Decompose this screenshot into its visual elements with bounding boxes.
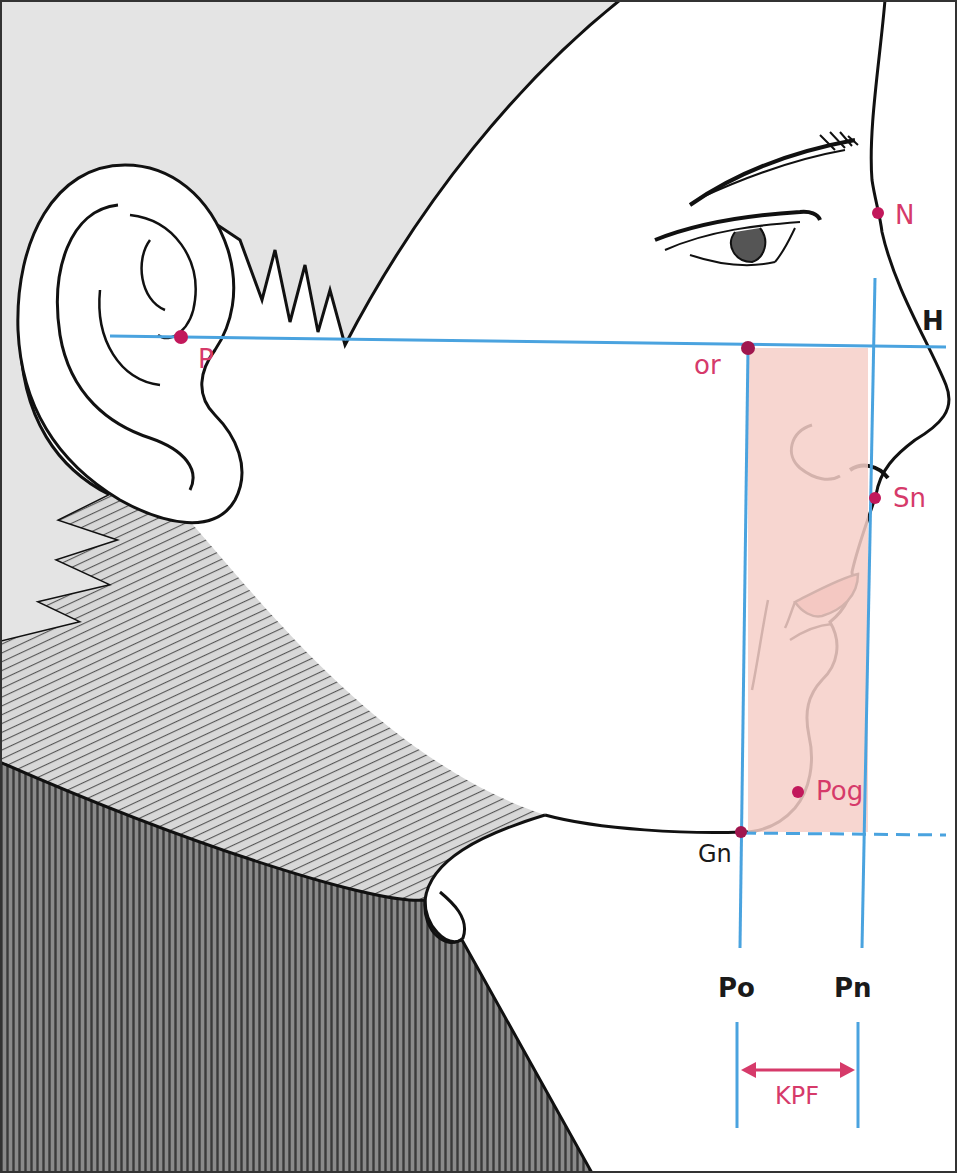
dimension-label: KPF (775, 1084, 819, 1108)
landmark-label: Pog (816, 778, 863, 804)
line-label: Pn (834, 975, 872, 1001)
plane-label: H (922, 308, 944, 334)
landmark-label: Gn (698, 842, 732, 866)
landmark-label: N (895, 202, 914, 228)
line-label: Po (718, 975, 755, 1001)
landmark-label: P (198, 346, 214, 372)
landmark-label: Sn (893, 485, 926, 511)
landmark-label: or (694, 352, 721, 378)
